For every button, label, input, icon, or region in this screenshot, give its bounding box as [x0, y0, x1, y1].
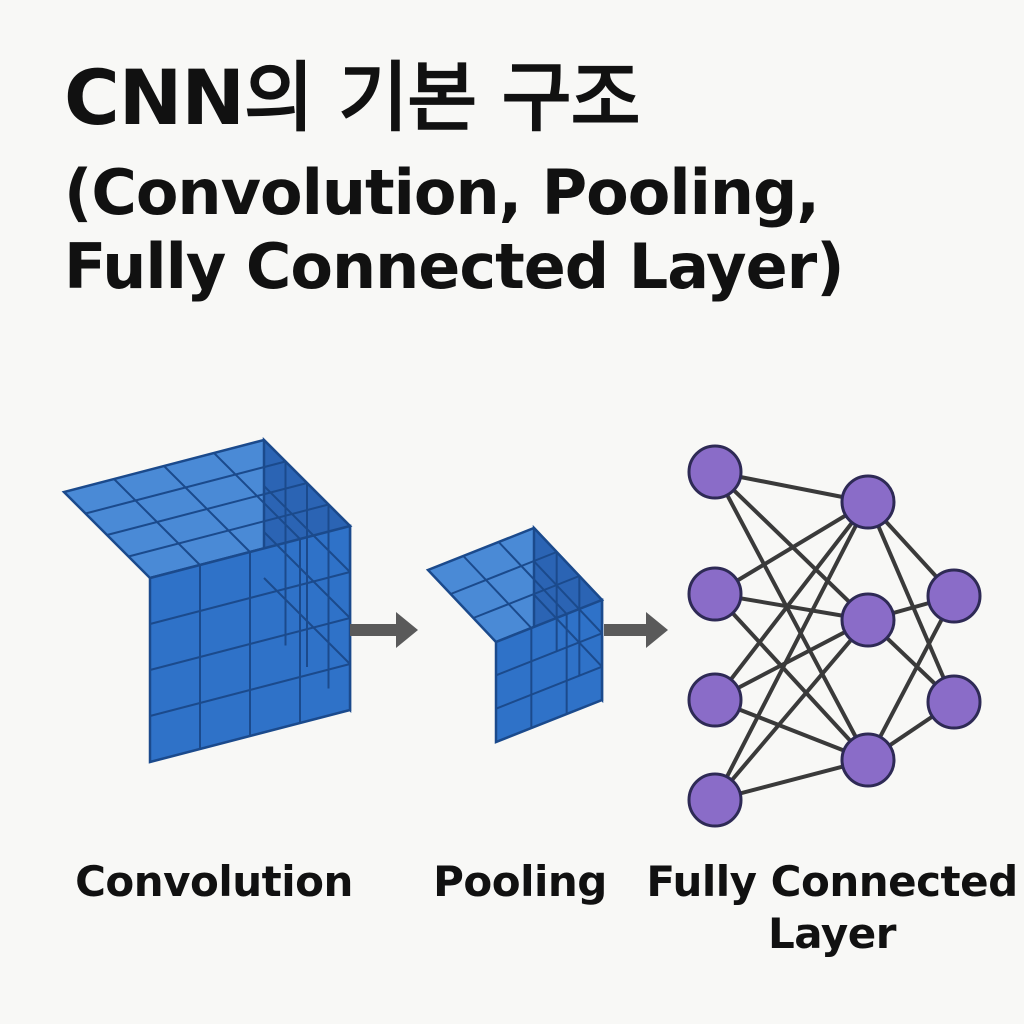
fc-nodes: [687, 444, 982, 828]
fc-node: [926, 674, 982, 730]
arrow-pool-to-fc: [604, 612, 668, 648]
fc-edges: [713, 470, 956, 802]
title-line-2: (Convolution, Pooling,: [64, 156, 820, 229]
convolution-label: Convolution: [75, 857, 353, 906]
fc-edge: [713, 501, 870, 801]
fc-node: [926, 568, 982, 624]
pooling-cube: [425, 524, 605, 744]
fc-edge: [714, 618, 869, 702]
fc-label-line-2: Layer: [768, 909, 896, 958]
fc-node: [840, 474, 896, 530]
fc-node: [840, 732, 896, 788]
title-line-1: CNN의 기본 구조: [64, 53, 641, 142]
fc-node: [687, 566, 743, 622]
fully-connected-network: [687, 444, 982, 828]
pooling-label: Pooling: [433, 857, 607, 906]
fc-edge: [866, 595, 956, 761]
fc-edge: [713, 592, 870, 762]
title-line-3: Fully Connected Layer): [64, 230, 845, 303]
fc-node: [840, 592, 896, 648]
arrow-conv-to-pool: [350, 612, 418, 648]
conv-cube-grid-lines: [85, 452, 351, 749]
pool-cube-grid-lines: [450, 541, 603, 728]
fc-node: [687, 444, 743, 500]
page-title: CNN의 기본 구조 (Convolution, Pooling, Fully …: [64, 52, 1004, 304]
fc-edge: [713, 500, 870, 596]
fc-edge: [866, 501, 956, 703]
fc-edge: [713, 500, 870, 702]
fc-edge: [713, 471, 870, 761]
convolution-cube: [61, 436, 353, 764]
fc-node: [687, 772, 743, 828]
fc-label-line-1: Fully Connected: [646, 857, 1018, 906]
fc-node: [687, 672, 743, 728]
fc-edge: [713, 618, 870, 802]
